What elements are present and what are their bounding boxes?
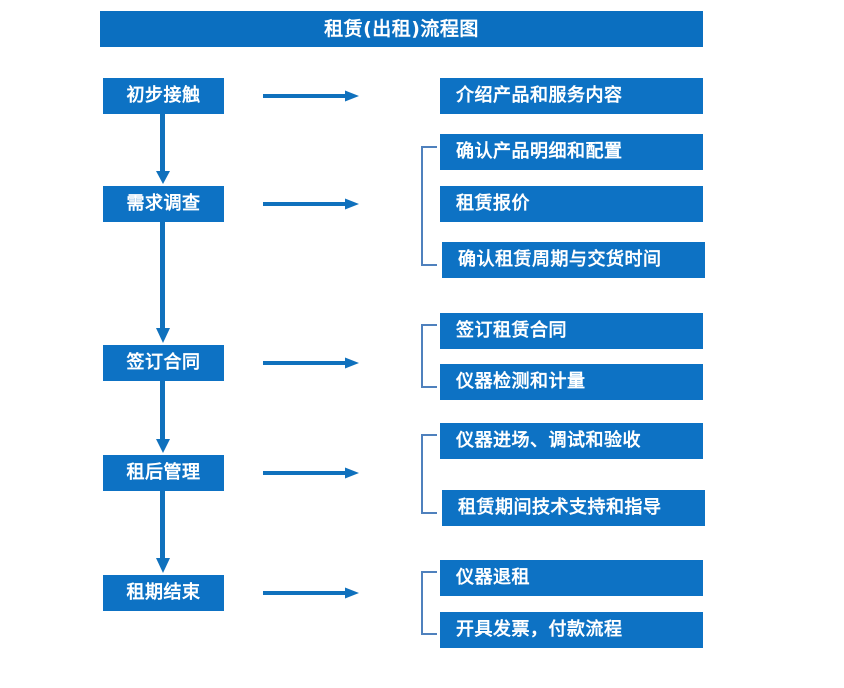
detail-box-5[interactable]: 签订租赁合同	[440, 313, 703, 349]
page-title: 租赁(出租)流程图	[100, 11, 703, 47]
arrow-right-icon-5	[263, 585, 359, 599]
arrow-right-icon-1	[263, 88, 359, 102]
arrow-right-icon-2	[263, 196, 359, 210]
stage-box-5[interactable]: 租期结束	[103, 575, 224, 611]
detail-box-7[interactable]: 仪器进场、调试和验收	[440, 423, 703, 459]
detail-box-1[interactable]: 介绍产品和服务内容	[440, 78, 703, 114]
arrow-right-glyph	[263, 467, 359, 479]
detail-box-4[interactable]: 确认租赁周期与交货时间	[442, 242, 705, 278]
arrow-right-icon-4	[263, 465, 359, 479]
arrow-right-glyph	[263, 357, 359, 369]
group-bracket-3	[421, 434, 437, 514]
arrow-right-icon-3	[263, 355, 359, 369]
arrow-down-icon-2	[155, 222, 171, 343]
arrow-right-glyph	[263, 90, 359, 102]
group-bracket-2	[421, 324, 437, 388]
detail-box-6[interactable]: 仪器检测和计量	[440, 364, 703, 400]
arrow-down-icon-4	[155, 491, 171, 573]
stage-box-1[interactable]: 初步接触	[103, 78, 224, 114]
arrow-right-glyph	[263, 198, 359, 210]
group-bracket-1	[421, 146, 437, 266]
detail-box-10[interactable]: 开具发票，付款流程	[440, 612, 703, 648]
arrow-down-icon-1	[155, 114, 171, 184]
arrow-down-glyph	[156, 222, 170, 343]
stage-box-2[interactable]: 需求调查	[103, 186, 224, 222]
arrow-right-glyph	[263, 587, 359, 599]
arrow-down-glyph	[156, 381, 170, 453]
arrow-down-glyph	[156, 114, 170, 184]
detail-box-9[interactable]: 仪器退租	[440, 560, 703, 596]
stage-box-3[interactable]: 签订合同	[103, 345, 224, 381]
detail-box-8[interactable]: 租赁期间技术支持和指导	[442, 490, 705, 526]
stage-box-4[interactable]: 租后管理	[103, 455, 224, 491]
arrow-down-icon-3	[155, 381, 171, 453]
arrow-down-glyph	[156, 491, 170, 573]
detail-box-3[interactable]: 租赁报价	[440, 186, 703, 222]
detail-box-2[interactable]: 确认产品明细和配置	[440, 134, 703, 170]
group-bracket-4	[421, 571, 437, 635]
